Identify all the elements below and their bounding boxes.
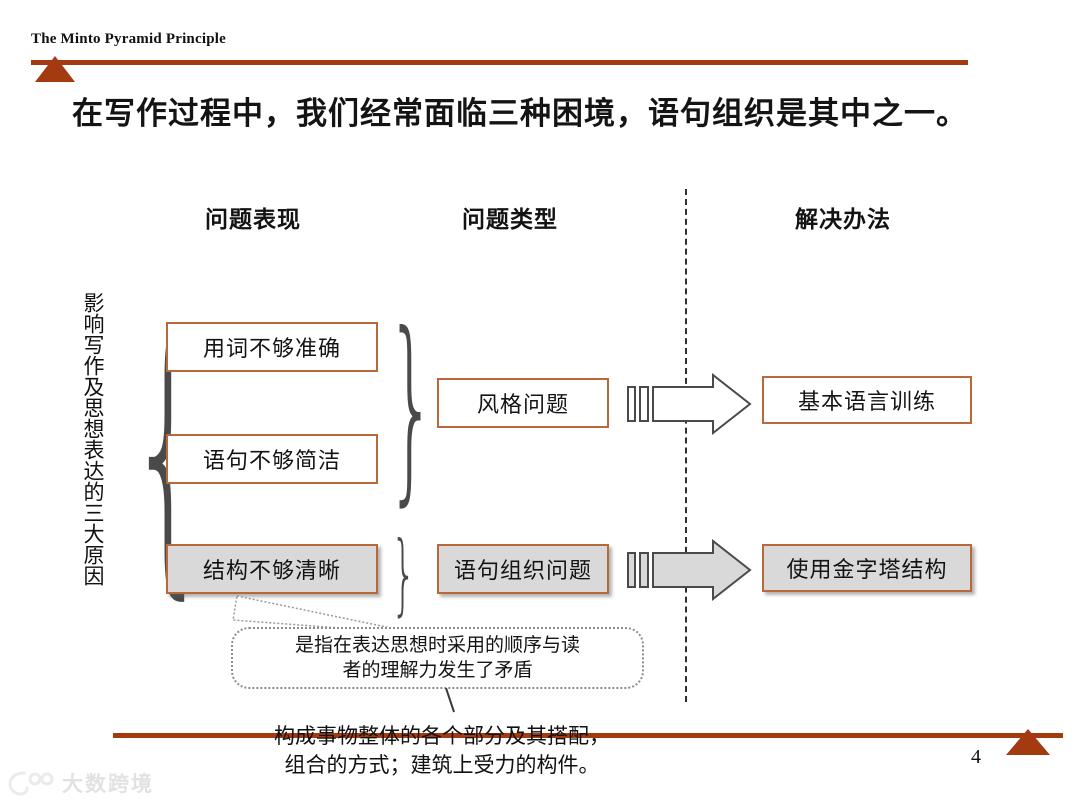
box-structure-clarity[interactable]: 结构不够清晰 [166,544,378,594]
slide-title: 在写作过程中，我们经常面临三种困境，语句组织是其中之一。 [72,96,968,131]
watermark-logo-icon [8,771,54,796]
footer-triangle-icon [1006,729,1050,755]
box-use-pyramid-structure[interactable]: 使用金字塔结构 [762,544,972,592]
vertical-dashed-divider [685,189,687,702]
structure-group-curly-brace: } [391,522,417,625]
watermark: 大数跨境 [8,768,154,798]
callout-line-1: 是指在表达思想时采用的顺序与读 [294,635,580,656]
box-sentence-organization-problem[interactable]: 语句组织问题 [437,544,609,594]
page-number: 4 [971,746,981,768]
box-sentence-conciseness[interactable]: 语句不够简洁 [166,434,378,484]
header-rule [31,60,968,65]
bottom-note: 构成事物整体的各个部分及其搭配， 组合的方式；建筑上受力的构件。 [232,722,652,780]
arrow-right-style-icon [627,372,753,440]
footer-rule [113,733,1063,738]
style-group-curly-brace: } [386,291,437,524]
box-basic-language-training[interactable]: 基本语言训练 [762,376,972,424]
watermark-text: 大数跨境 [62,772,154,796]
column-header-types: 问题类型 [462,207,558,232]
callout-definition: 是指在表达思想时采用的顺序与读 者的理解力发生了矛盾 [231,627,644,689]
bottom-note-line-2: 组合的方式；建筑上受力的构件。 [284,753,600,777]
box-word-accuracy[interactable]: 用词不够准确 [166,322,378,372]
column-header-solutions: 解决办法 [795,207,891,232]
header-triangle-icon [35,56,75,82]
side-vertical-label: 影响写作及思想表达的三大原因 [81,292,105,586]
box-style-problem[interactable]: 风格问题 [437,378,609,428]
bottom-leader-tick [445,688,455,713]
callout-line-2: 者的理解力发生了矛盾 [342,660,533,681]
page-title: The Minto Pyramid Principle [31,31,226,47]
bottom-note-line-1: 构成事物整体的各个部分及其搭配， [274,724,610,748]
column-header-symptoms: 问题表现 [205,207,301,232]
arrow-right-structure-icon [627,538,753,606]
